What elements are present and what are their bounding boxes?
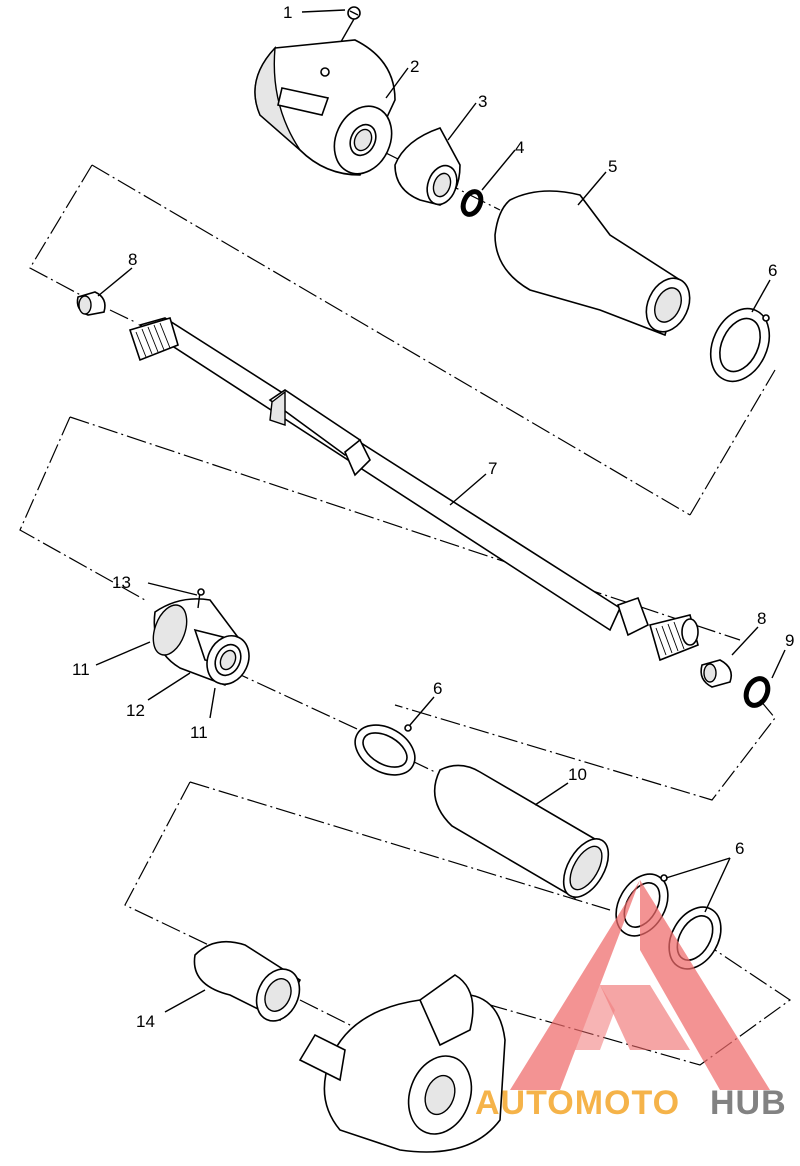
callout-11-left: 11 [72, 660, 90, 679]
callout-8-top: 8 [128, 250, 137, 269]
watermark-text-automoto: AUTOMOTO [475, 1084, 680, 1122]
callout-6-lower: 6 [735, 839, 744, 858]
callout-9: 9 [785, 631, 794, 650]
watermark-logo: AUTOMOTO HUB [475, 880, 787, 1122]
callout-12: 12 [126, 701, 145, 720]
part-coupler-11-12 [152, 598, 250, 686]
part-plug-8-top [76, 291, 106, 316]
part-driveshaft-7 [128, 317, 699, 662]
callout-14: 14 [136, 1012, 155, 1031]
part-plug-8-bottom [700, 659, 733, 688]
callout-1: 1 [283, 3, 292, 22]
part-oring-4 [460, 189, 484, 217]
callout-6-top: 6 [768, 261, 777, 280]
part-clamp-6-top [709, 307, 771, 383]
part-cone-3 [394, 127, 461, 206]
part-setscrew-13 [197, 588, 205, 609]
part-housing-2 [254, 39, 396, 176]
part-tube-10 [433, 764, 610, 900]
part-boot-5 [494, 190, 691, 337]
callout-6-middle: 6 [433, 679, 442, 698]
assembly-outline-upper [29, 164, 776, 516]
callout-2: 2 [410, 57, 419, 76]
callout-5: 5 [608, 157, 617, 176]
part-oring-9 [743, 676, 771, 708]
callout-11-bottom: 11 [190, 723, 208, 742]
callout-10: 10 [568, 765, 587, 784]
callout-3: 3 [478, 92, 487, 111]
part-hub-14 [193, 940, 302, 1022]
leader-lines [95, 9, 786, 1013]
callout-labels: 1 2 3 4 5 6 8 7 13 11 12 11 8 9 6 10 6 1… [72, 3, 794, 1031]
part-clamp-6-middle [354, 724, 416, 776]
callout-8-bottom: 8 [757, 609, 766, 628]
callout-13: 13 [112, 573, 131, 592]
callout-7: 7 [488, 459, 497, 478]
assembly-outline-lower [124, 781, 792, 1066]
watermark-text-hub: HUB [710, 1084, 787, 1122]
part-propeller [298, 974, 506, 1153]
callout-4: 4 [515, 138, 524, 157]
